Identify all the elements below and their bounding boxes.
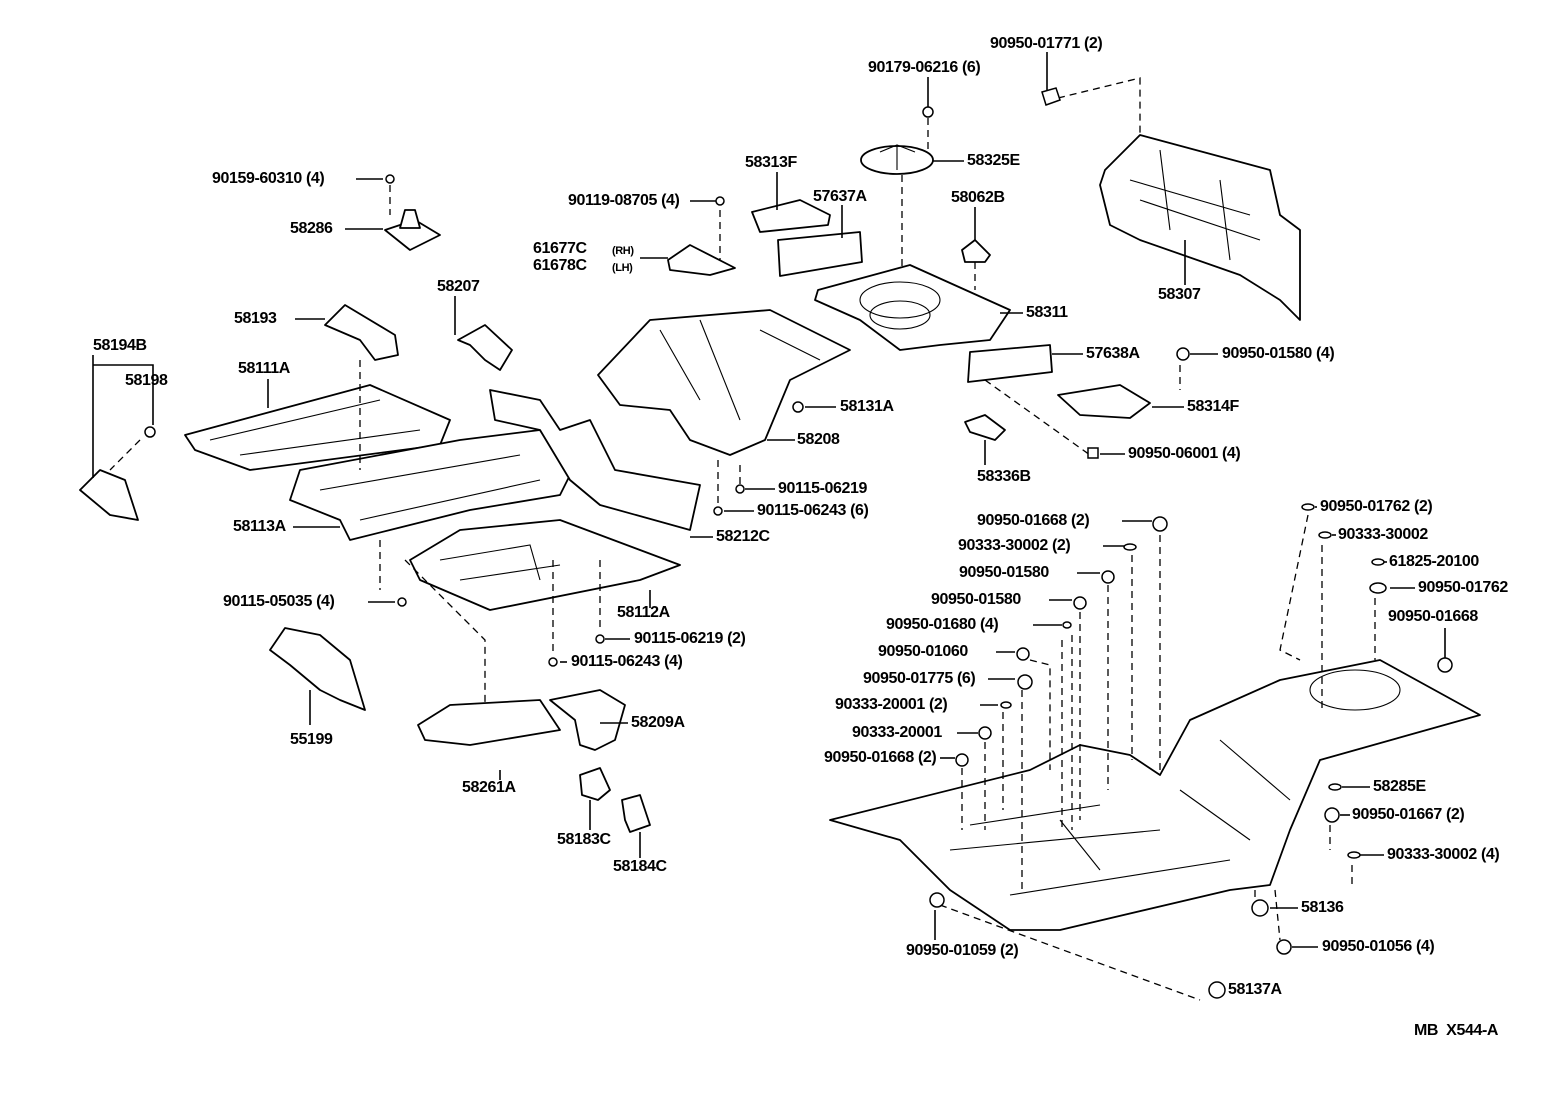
part-label: 58336B — [977, 468, 1031, 485]
part-label: 90333-30002 — [1338, 526, 1428, 543]
part-label: 58198 — [125, 372, 168, 389]
part-58062B — [961, 239, 991, 263]
part-label: 90115-06243 (6) — [757, 502, 869, 519]
part-label: 61825-20100 — [1389, 553, 1479, 570]
part-58314F — [1057, 384, 1151, 419]
part-label: 58062B — [951, 189, 1005, 206]
part-label: 90950-01060 — [878, 643, 968, 660]
part-label: 58184C — [613, 858, 667, 875]
part-label: 90950-01775 (6) — [863, 670, 976, 687]
part-label: 58286 — [290, 220, 333, 237]
part-label: 90115-06219 (2) — [634, 630, 746, 647]
part-label: 90950-01580 — [931, 591, 1021, 608]
part-label: 90950-06001 (4) — [1128, 445, 1241, 462]
part-label: 58307 — [1158, 286, 1201, 303]
part-label: 90950-01580 (4) — [1222, 345, 1335, 362]
part-label: 90115-05035 (4) — [223, 593, 335, 610]
part-label: 58137A — [1228, 981, 1282, 998]
part-58311 — [814, 264, 1011, 351]
part-label: 90950-01059 (2) — [906, 942, 1019, 959]
part-label: 58209A — [631, 714, 685, 731]
part-label: 58313F — [745, 154, 797, 171]
fasteners — [144, 87, 1453, 999]
part-57637A — [777, 231, 863, 277]
part-57638A — [967, 344, 1053, 383]
diagram-code: MB X544-A — [1414, 1022, 1499, 1039]
part-label: 58314F — [1187, 398, 1239, 415]
part-label: 90179-06216 (6) — [868, 59, 981, 76]
part-label: 90950-01762 — [1418, 579, 1508, 596]
part-label: 90950-01580 — [959, 564, 1049, 581]
part-label: 58131A — [840, 398, 894, 415]
part-label: 90950-01056 (4) — [1322, 938, 1435, 955]
part-label: 90950-01667 (2) — [1352, 806, 1465, 823]
part-label: 90950-01762 (2) — [1320, 498, 1433, 515]
part-label: 58136 — [1301, 899, 1344, 916]
part-label: 90333-20001 (2) — [835, 696, 948, 713]
part-58261A — [417, 699, 561, 746]
part-floor-assembly — [829, 659, 1481, 931]
part-58336B — [964, 414, 1006, 441]
part-label: 90333-30002 (2) — [958, 537, 1071, 554]
part-58194B — [79, 469, 139, 521]
part-58208 — [597, 309, 851, 456]
part-58212C — [489, 389, 701, 531]
part-label: 61678C — [533, 257, 587, 274]
part-label: 58311 — [1026, 304, 1068, 321]
part-label: 90950-01771 (2) — [990, 35, 1103, 52]
part-label: 58325E — [967, 152, 1020, 169]
part-label: 58212C — [716, 528, 770, 545]
part-58313F — [751, 199, 831, 233]
part-58113A — [289, 429, 571, 541]
lh-note: (LH) — [612, 262, 633, 274]
part-58193 — [324, 304, 399, 361]
part-label: 58207 — [437, 278, 480, 295]
part-label: 58183C — [557, 831, 611, 848]
part-label: 90115-06219 — [778, 480, 868, 497]
part-61677C — [667, 244, 736, 276]
part-label: 90950-01668 (2) — [824, 749, 937, 766]
rh-note: (RH) — [612, 245, 634, 257]
part-label: 57637A — [813, 188, 867, 205]
part-label: 58113A — [233, 518, 286, 535]
part-58183C — [579, 767, 611, 801]
part-label: 90333-30002 (4) — [1387, 846, 1500, 863]
part-label: 58261A — [462, 779, 516, 796]
part-58286 — [384, 209, 441, 251]
part-58307 — [1099, 134, 1301, 321]
part-label: 58208 — [797, 431, 840, 448]
part-label: 58193 — [234, 310, 277, 327]
part-58207 — [457, 324, 513, 371]
part-label: 90115-06243 (4) — [571, 653, 683, 670]
part-label: 61677C — [533, 240, 587, 257]
part-58112A — [409, 519, 681, 611]
part-label: 57638A — [1086, 345, 1140, 362]
part-label: 58194B — [93, 337, 147, 354]
part-label: 90119-08705 (4) — [568, 192, 680, 209]
part-label: 90950-01668 — [1388, 608, 1478, 625]
part-label: 90159-60310 (4) — [212, 170, 325, 187]
part-label: 55199 — [290, 731, 333, 748]
part-58209A — [549, 689, 626, 751]
part-label: 58285E — [1373, 778, 1426, 795]
part-label: 90950-01668 (2) — [977, 512, 1090, 529]
leader-lines — [92, 52, 1446, 1001]
part-label: 90950-01680 (4) — [886, 616, 999, 633]
part-label: 58111A — [238, 360, 290, 377]
part-label: 90333-20001 — [852, 724, 942, 741]
part-label: 58112A — [617, 604, 670, 621]
part-58325E — [860, 144, 934, 175]
part-58184C — [621, 794, 651, 833]
part-55199 — [269, 627, 366, 711]
